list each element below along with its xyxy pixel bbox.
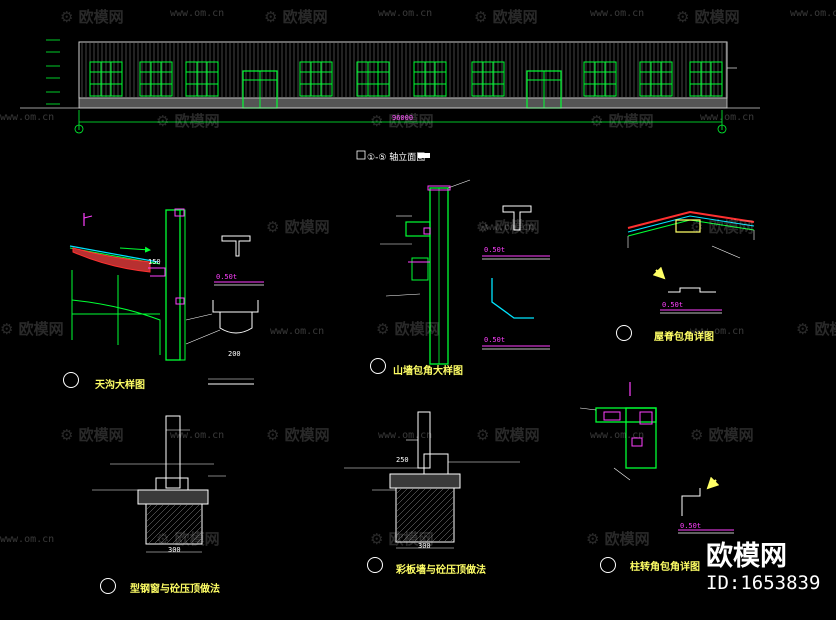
url-watermark: www.om.cn <box>690 326 745 337</box>
detail-gable <box>380 179 550 365</box>
detail-title-steel-base: 型钢窗与砼压顶做法 <box>130 584 220 595</box>
brand-watermark: ⚙ 欧模网 <box>0 320 64 338</box>
elevation-length-dim: 96000 <box>392 114 414 122</box>
detail-corner <box>579 382 734 534</box>
elevation-window <box>139 61 173 97</box>
thickness-label: 0.50t <box>662 301 684 309</box>
thickness-label: 0.50t <box>680 522 702 530</box>
detail-marker-steel-base <box>100 578 116 594</box>
brand-watermark: ⚙ 欧模网 <box>590 112 654 130</box>
url-watermark: www.om.cn <box>590 8 645 19</box>
thickness-label: 0.50t <box>484 246 506 254</box>
elevation-window <box>89 61 123 97</box>
detail-title-panel-base: 彩板墙与砼压顶做法 <box>396 565 486 576</box>
url-watermark: www.om.cn <box>700 112 755 123</box>
detail-marker-gable <box>370 358 386 374</box>
elevation-window <box>583 61 617 97</box>
url-watermark: www.om.cn <box>378 430 433 441</box>
elevation-window <box>471 61 505 97</box>
watermark-id: ID:1653839 <box>706 572 821 594</box>
brand-watermark: ⚙ 欧模网 <box>266 426 330 444</box>
brand-watermark: ⚙ 欧模网 <box>264 8 328 26</box>
dimension-text: 300 <box>168 546 181 554</box>
brand-watermark: ⚙ 欧模网 <box>690 426 754 444</box>
brand-watermark: ⚙ 欧模网 <box>370 112 434 130</box>
detail-ridge <box>627 210 755 314</box>
elevation-window <box>356 61 390 97</box>
detail-marker-gutter <box>63 372 79 388</box>
url-watermark: www.om.cn <box>590 430 645 441</box>
detail-panel-base <box>344 411 520 549</box>
elevation-windows <box>89 61 723 97</box>
brand-watermark: ⚙ 欧模网 <box>156 530 220 548</box>
dimension-text: 250 <box>396 456 409 464</box>
brand-watermark: ⚙ 欧模网 <box>476 426 540 444</box>
detail-marker-panel-base <box>367 557 383 573</box>
brand-watermark: ⚙ 欧模网 <box>476 218 540 236</box>
elevation-view <box>20 39 760 160</box>
brand-watermark: ⚙ 欧模网 <box>796 320 836 338</box>
level-marks <box>46 39 60 105</box>
url-watermark: www.om.cn <box>0 112 55 123</box>
brand-watermark: ⚙ 欧模网 <box>586 530 650 548</box>
detail-marker-corner <box>600 557 616 573</box>
elevation-window <box>299 61 333 97</box>
url-watermark: www.om.cn <box>480 222 535 233</box>
brand-watermark: ⚙ 欧模网 <box>376 320 440 338</box>
thickness-label: 0.50t <box>216 273 238 281</box>
detail-marker-ridge <box>616 325 632 341</box>
detail-title-gutter: 天沟大样图 <box>95 380 145 391</box>
brand-watermark: ⚙ 欧模网 <box>156 112 220 130</box>
dimension-text: 200 <box>228 350 241 358</box>
elevation-window <box>185 61 219 97</box>
detail-title-gable: 山墙包角大样图 <box>393 366 463 377</box>
elevation-window <box>413 61 447 97</box>
detail-gutter <box>69 208 264 385</box>
thickness-label: 0.50t <box>484 336 506 344</box>
elevation-title: ①-⑤ 轴立面图 <box>367 153 426 163</box>
brand-watermark: ⚙ 欧模网 <box>474 8 538 26</box>
url-watermark: www.om.cn <box>170 8 225 19</box>
detail-title-corner: 柱转角包角详图 <box>630 562 700 573</box>
url-watermark: www.om.cn <box>270 326 325 337</box>
brand-watermark: ⚙ 欧模网 <box>676 8 740 26</box>
brand-watermark: ⚙ 欧模网 <box>266 218 330 236</box>
brand-watermark-large: 欧模网 <box>706 541 787 572</box>
elevation-window <box>639 61 673 97</box>
dimension-text: 300 <box>418 542 431 550</box>
url-watermark: www.om.cn <box>170 430 225 441</box>
brand-watermark: ⚙ 欧模网 <box>60 426 124 444</box>
elevation-window <box>689 61 723 97</box>
brand-watermark: ⚙ 欧模网 <box>60 8 124 26</box>
url-watermark: www.om.cn <box>378 8 433 19</box>
brand-watermark: ⚙ 欧模网 <box>370 530 434 548</box>
url-watermark: www.om.cn <box>0 534 55 545</box>
detail-steel-base <box>92 415 226 553</box>
brand-watermark: ⚙ 欧模网 <box>690 218 754 236</box>
detail-title-ridge: 屋脊包角详图 <box>654 332 714 343</box>
url-watermark: www.om.cn <box>790 8 836 19</box>
dimension-text: 150 <box>148 258 161 266</box>
